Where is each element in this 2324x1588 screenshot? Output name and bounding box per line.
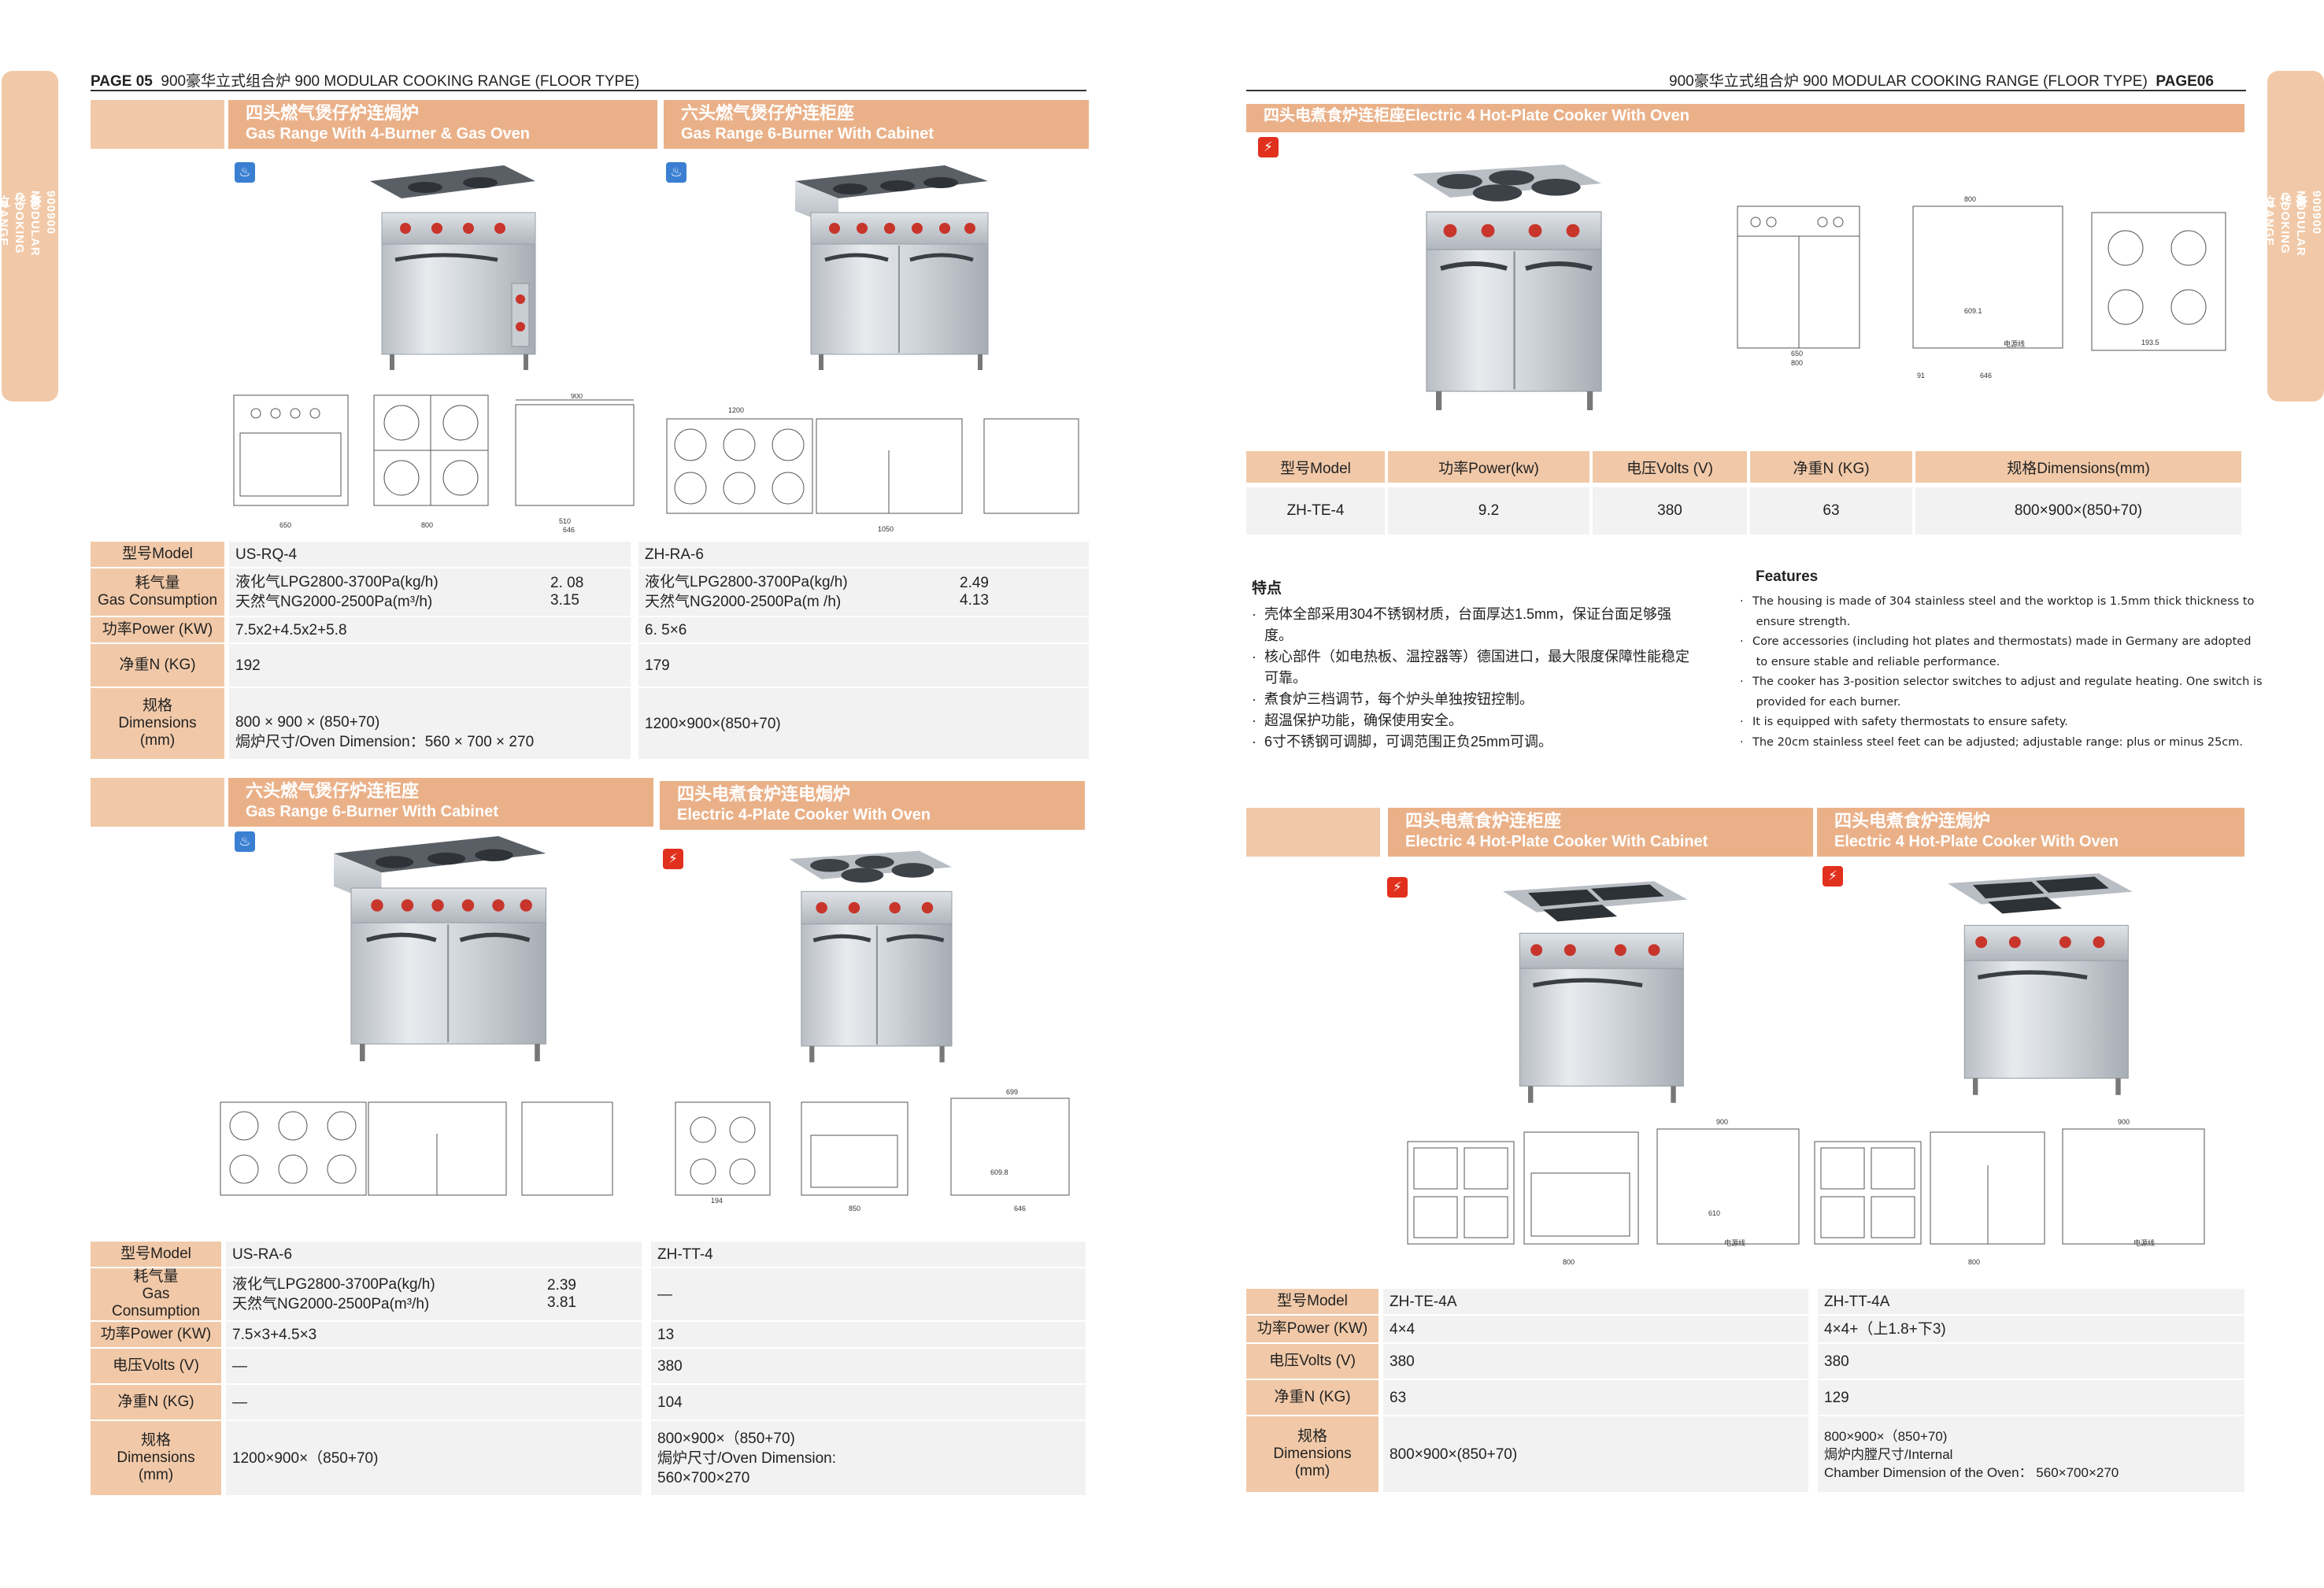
svg-text:650: 650 bbox=[279, 521, 291, 529]
page-title: 900豪华立式组合炉 900 MODULAR COOKING RANGE (FL… bbox=[1669, 73, 2148, 90]
svg-text:510: 510 bbox=[559, 517, 571, 525]
model-zh-tt-4: ZH-TT-4 bbox=[651, 1242, 1086, 1268]
feature-item: The housing is made of 304 stainless ste… bbox=[1740, 592, 2259, 632]
technical-drawings-row-2: 194 850 699 609.8 646 bbox=[220, 1088, 1070, 1212]
feature-item: 超温保护功能，确保使用安全。 bbox=[1252, 710, 1693, 731]
model-zh-ra-6: ZH-RA-6 bbox=[638, 542, 1089, 568]
feature-item: 核心部件（如电热板、温控器等）德国进口，最大限度保障性能稳定可靠。 bbox=[1252, 646, 1693, 689]
svg-text:646: 646 bbox=[1980, 372, 1992, 379]
header-pad bbox=[1246, 808, 1380, 857]
technical-drawing-zh-te-4: 800 609.1 650 800 91 646 电源线 193.5 bbox=[1737, 195, 2226, 379]
page-title: 900豪华立式组合炉 900 MODULAR COOKING RANGE (FL… bbox=[161, 73, 640, 90]
svg-text:800: 800 bbox=[421, 521, 433, 529]
flame-icon: ♨ bbox=[235, 162, 255, 183]
lightning-icon: ⚡ bbox=[1258, 137, 1279, 157]
feature-item: 煮食炉三档调节，每个炉头单独按钮控制。 bbox=[1252, 689, 1693, 710]
svg-text:800: 800 bbox=[1791, 359, 1803, 367]
technical-drawings-row-3: 900 900 800 610 电源线 电源线 800 bbox=[1407, 1118, 2205, 1266]
header-rule bbox=[91, 90, 1086, 91]
spec-table-zh-te-4a-zh-tt-4a: 型号Model ZH-TE-4A ZH-TT-4A 功率Power (KW) 4… bbox=[1246, 1289, 2244, 1494]
svg-text:194: 194 bbox=[711, 1197, 723, 1205]
product-photo-zh-te-4 bbox=[1338, 146, 1638, 429]
product-photo-zh-ra-6 bbox=[732, 150, 1031, 386]
left-running-header: PAGE 05 900豪华立式组合炉 900 MODULAR COOKING R… bbox=[91, 69, 639, 91]
product-header-zh-te-4: 四头电煮食炉连柜座Electric 4 Hot-Plate Cooker Wit… bbox=[1246, 104, 2244, 132]
model-zh-te-4: ZH-TE-4 bbox=[1246, 483, 1388, 535]
svg-text:800: 800 bbox=[1563, 1258, 1575, 1266]
features-zh: 特点 壳体全部采用304不锈钢材质，台面厚达1.5mm，保证台面足够强度。核心部… bbox=[1252, 576, 1693, 753]
product-photo-zh-tt-4a bbox=[1889, 858, 2157, 1110]
feature-item: Core accessories (including hot plates a… bbox=[1740, 632, 2259, 672]
features-en: Features The housing is made of 304 stai… bbox=[1740, 568, 2263, 753]
svg-text:800: 800 bbox=[1964, 195, 1976, 203]
product-photo-zh-te-4a bbox=[1445, 866, 1712, 1118]
svg-text:699: 699 bbox=[1006, 1088, 1018, 1096]
flame-icon: ♨ bbox=[666, 162, 686, 183]
svg-text:900: 900 bbox=[2118, 1118, 2130, 1126]
svg-text:850: 850 bbox=[849, 1205, 860, 1212]
svg-text:646: 646 bbox=[563, 526, 575, 534]
spec-table-zh-te-4: 型号Model 功率Power(kw) 电压Volts (V) 净重N (KG)… bbox=[1246, 451, 2244, 535]
flame-icon: ♨ bbox=[235, 831, 255, 852]
lightning-icon: ⚡ bbox=[1823, 866, 1843, 887]
product-photo-zh-tt-4 bbox=[724, 835, 984, 1079]
feature-item: The 20cm stainless steel feet can be adj… bbox=[1740, 733, 2259, 753]
product-photo-us-rq-4 bbox=[311, 150, 571, 386]
svg-text:609.1: 609.1 bbox=[1964, 307, 1982, 315]
svg-text:650: 650 bbox=[1791, 350, 1803, 357]
model-zh-tt-4a: ZH-TT-4A bbox=[1818, 1289, 2244, 1316]
svg-text:609.8: 609.8 bbox=[990, 1168, 1008, 1176]
svg-text:1200: 1200 bbox=[728, 406, 744, 414]
model-zh-te-4a: ZH-TE-4A bbox=[1383, 1289, 1808, 1316]
header-pad bbox=[91, 100, 224, 149]
page-number: PAGE 05 bbox=[91, 73, 153, 90]
svg-text:电源线: 电源线 bbox=[1724, 1238, 1745, 1247]
right-running-header: 900豪华立式组合炉 900 MODULAR COOKING RANGE (FL… bbox=[1669, 69, 2214, 91]
feature-item: 壳体全部采用304不锈钢材质，台面厚达1.5mm，保证台面足够强度。 bbox=[1252, 604, 1693, 646]
technical-drawing-us-rq-4: 900 650 800 510 646 bbox=[233, 394, 635, 534]
svg-text:1050: 1050 bbox=[878, 525, 894, 533]
product-photo-us-ra-6 bbox=[272, 819, 587, 1079]
model-us-rq-4: US-RQ-4 bbox=[229, 542, 631, 568]
feature-item: It is equipped with safety thermostats t… bbox=[1740, 713, 2259, 733]
svg-text:646: 646 bbox=[1014, 1205, 1026, 1212]
svg-text:610: 610 bbox=[1708, 1209, 1720, 1217]
page-number: PAGE06 bbox=[2156, 73, 2214, 90]
svg-text:193.5: 193.5 bbox=[2141, 339, 2159, 346]
svg-text:800: 800 bbox=[1968, 1258, 1980, 1266]
svg-text:900: 900 bbox=[1716, 1118, 1728, 1126]
feature-item: 6寸不锈钢可调脚，可调范围正负25mm可调。 bbox=[1252, 731, 1693, 753]
lightning-icon: ⚡ bbox=[663, 849, 683, 869]
model-us-ra-6: US-RA-6 bbox=[226, 1242, 642, 1268]
header-pad bbox=[91, 778, 224, 827]
technical-drawing-zh-ra-6: 1200 1050 bbox=[666, 406, 1079, 533]
svg-text:电源线: 电源线 bbox=[2004, 339, 2025, 348]
dim-label: 900 bbox=[571, 394, 583, 400]
feature-item: The cooker has 3-position selector switc… bbox=[1740, 672, 2263, 713]
header-rule bbox=[1246, 90, 2246, 91]
lightning-icon: ⚡ bbox=[1387, 877, 1408, 898]
svg-text:91: 91 bbox=[1917, 372, 1925, 379]
svg-text:电源线: 电源线 bbox=[2133, 1238, 2155, 1247]
